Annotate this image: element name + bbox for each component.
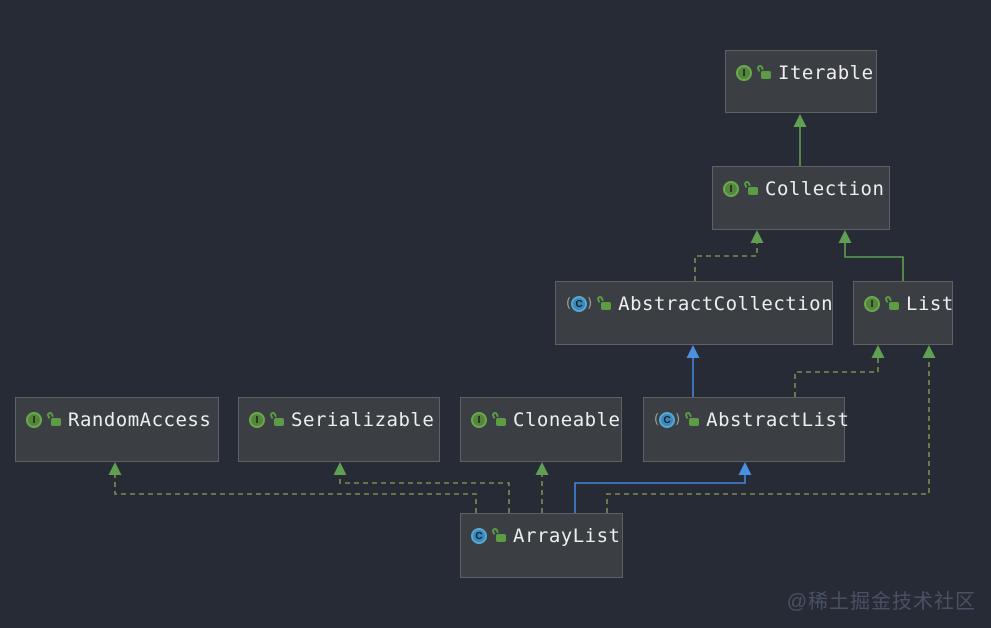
public-lock-icon [496, 417, 506, 426]
class-node-abstractcollection[interactable]: (C) AbstractCollection [555, 281, 833, 345]
public-lock-icon [889, 301, 899, 310]
node-title-row: (C) AbstractList [644, 398, 849, 431]
class-name-label: Iterable [778, 62, 874, 84]
arrowhead-icon [838, 230, 852, 243]
node-title-row: I List [854, 282, 954, 315]
class-name-label: List [906, 293, 954, 315]
interface-icon: I [249, 412, 265, 428]
class-name-label: Cloneable [513, 409, 621, 431]
class-node-collection[interactable]: I Collection [712, 166, 890, 230]
interface-icon: I [864, 296, 880, 312]
arrowhead-icon [871, 345, 885, 358]
edge-abstractcollection-collection-implements[interactable] [694, 241, 758, 281]
public-lock-icon [601, 301, 612, 310]
class-node-abstractlist[interactable]: (C) AbstractList [643, 397, 849, 462]
public-lock-icon [689, 417, 700, 426]
public-lock-icon [51, 417, 61, 426]
public-lock-icon [748, 186, 758, 195]
edge-list-collection-extends[interactable] [844, 241, 904, 281]
edge-arraylist-abstractlist-extends[interactable] [574, 473, 746, 513]
arrowhead-icon [686, 345, 700, 358]
abstract-class-icon: (C) [566, 296, 593, 312]
arrowhead-icon [535, 462, 549, 475]
interface-icon: I [736, 65, 752, 81]
class-name-label: RandomAccess [68, 409, 212, 431]
watermark-text: @稀土掘金技术社区 [786, 591, 976, 613]
arrowhead-icon [738, 462, 752, 475]
edge-arraylist-serializable-implements[interactable] [339, 473, 510, 513]
class-node-serializable[interactable]: I Serializable [238, 397, 440, 462]
class-node-randomaccess[interactable]: I RandomAccess [15, 397, 219, 462]
abstract-paren-right: ) [587, 296, 593, 311]
node-title-row: I Collection [713, 167, 884, 200]
class-name-label: ArrayList [513, 525, 621, 547]
abstract-paren-left: ( [566, 296, 572, 311]
abstract-paren-left: ( [654, 412, 660, 427]
class-icon: C [471, 528, 487, 544]
node-title-row: I Iterable [726, 51, 874, 84]
public-lock-icon [274, 417, 284, 426]
class-name-label: AbstractList [706, 409, 850, 431]
edge-arraylist-list-implements[interactable] [606, 356, 930, 513]
arrowhead-icon [108, 462, 122, 475]
node-title-row: C ArrayList [461, 514, 620, 547]
class-node-list[interactable]: I List [853, 281, 953, 345]
node-title-row: (C) AbstractCollection [556, 282, 833, 315]
class-node-cloneable[interactable]: I Cloneable [460, 397, 622, 462]
arrowhead-icon [750, 230, 764, 243]
arrowhead-icon [922, 345, 936, 358]
public-lock-icon [496, 533, 506, 542]
class-node-iterable[interactable]: I Iterable [725, 50, 877, 113]
interface-icon: I [26, 412, 42, 428]
class-node-arraylist[interactable]: C ArrayList [460, 513, 623, 578]
public-lock-icon [761, 70, 771, 79]
interface-icon: I [471, 412, 487, 428]
class-name-label: Serializable [291, 409, 435, 431]
edge-arraylist-randomaccess-implements[interactable] [114, 473, 477, 513]
arrowhead-icon [333, 462, 347, 475]
interface-icon: I [723, 181, 739, 197]
node-title-row: I Serializable [239, 398, 434, 431]
arrowhead-icon [793, 114, 807, 127]
class-name-label: AbstractCollection [618, 293, 834, 315]
abstract-class-icon: (C) [654, 412, 681, 428]
node-title-row: I Cloneable [461, 398, 620, 431]
abstract-paren-right: ) [675, 412, 681, 427]
edge-abstractlist-list-implements[interactable] [794, 356, 879, 397]
class-name-label: Collection [765, 178, 885, 200]
node-title-row: I RandomAccess [16, 398, 211, 431]
